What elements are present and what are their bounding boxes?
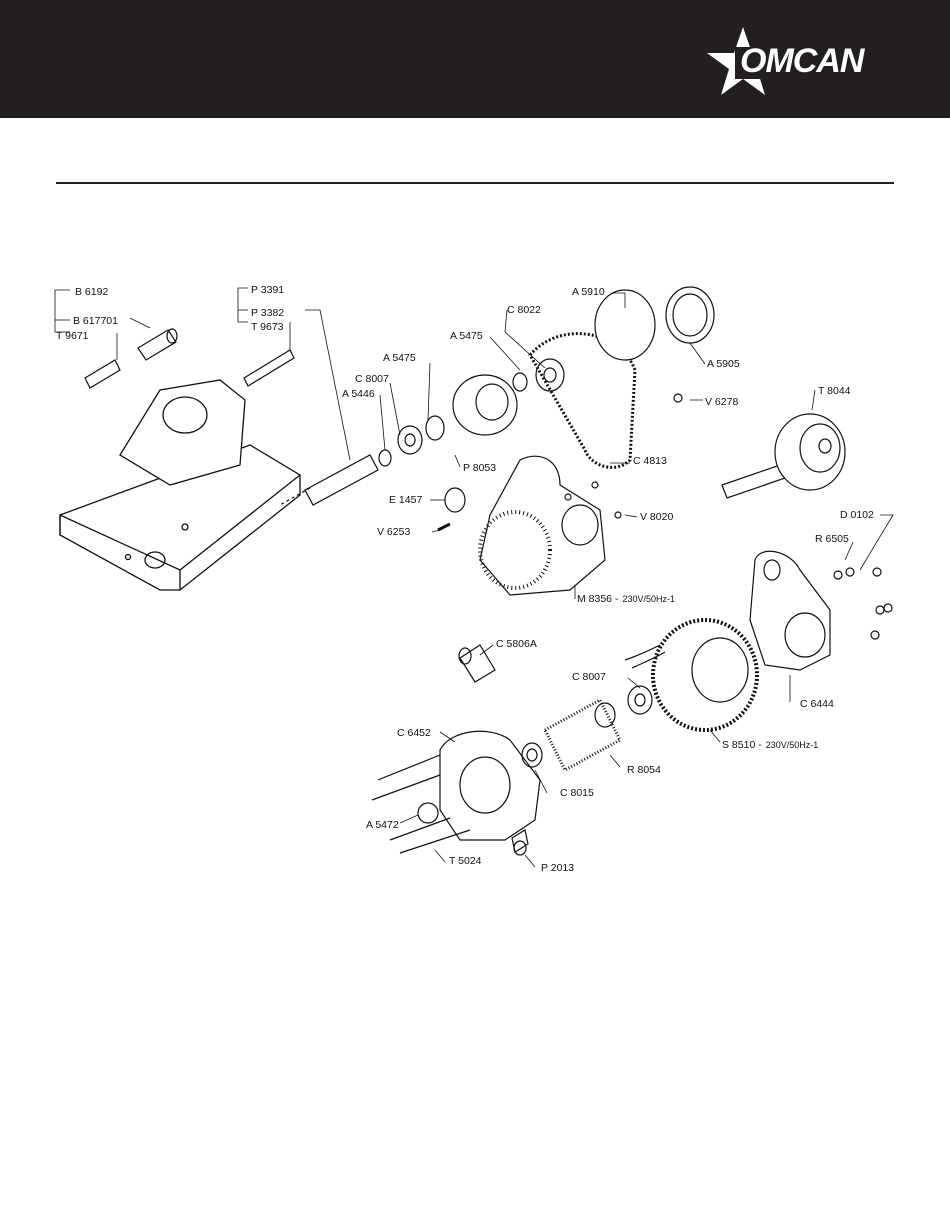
- brand-logo-text: OMCAN: [740, 42, 863, 81]
- part-label: C 8022: [507, 304, 541, 316]
- part-label: B 617701: [73, 315, 118, 327]
- part-label: V 6253: [377, 526, 410, 538]
- page-header: OMCAN: [0, 0, 950, 118]
- pulley-t8044: [722, 414, 845, 498]
- part-label: V 6278: [705, 396, 738, 408]
- part-label: D 0102: [840, 509, 874, 521]
- part-label: C 8007: [355, 373, 389, 385]
- part-label: E 1457: [389, 494, 422, 506]
- header-rule: [56, 182, 894, 184]
- bracket-c6444: [750, 551, 892, 670]
- part-label: P 8053: [463, 462, 496, 474]
- part-code: S 8510 -: [722, 739, 762, 751]
- part-label: C 5806A: [496, 638, 537, 650]
- part-note: 230V/50Hz-1: [622, 594, 675, 604]
- part-label: R 6505: [815, 533, 849, 545]
- rotor-r8054: [545, 686, 652, 770]
- part-label: S 8510 - 230V/50Hz-1: [722, 739, 818, 751]
- part-label: M 8356 - 230V/50Hz-1: [577, 593, 675, 605]
- part-label: A 5475: [383, 352, 416, 364]
- part-label: A 5905: [707, 358, 740, 370]
- exploded-parts-diagram: [0, 260, 950, 900]
- motor-assembly: [480, 456, 621, 595]
- part-label: P 3382: [251, 307, 284, 319]
- part-label: T 9673: [251, 321, 284, 333]
- part-label: C 8007: [572, 671, 606, 683]
- part-note: 230V/50Hz-1: [766, 740, 819, 750]
- part-label: C 6452: [397, 727, 431, 739]
- base-housing: [60, 380, 300, 590]
- part-label: A 5446: [342, 388, 375, 400]
- part-label: P 3391: [251, 284, 284, 296]
- part-code: M 8356 -: [577, 593, 618, 605]
- part-label: C 8015: [560, 787, 594, 799]
- part-label: B 6192: [75, 286, 108, 298]
- part-label: A 5475: [450, 330, 483, 342]
- part-label: A 5472: [366, 819, 399, 831]
- end-shield-c6452: [418, 731, 542, 840]
- part-label: T 8044: [818, 385, 851, 397]
- part-label: T 5024: [449, 855, 482, 867]
- part-label: T 9671: [56, 330, 89, 342]
- part-label: A 5910: [572, 286, 605, 298]
- part-label: R 8054: [627, 764, 661, 776]
- part-label: P 2013: [541, 862, 574, 874]
- part-label: C 6444: [800, 698, 834, 710]
- capacitor-c5806a: [459, 645, 495, 682]
- part-label: C 4813: [633, 455, 667, 467]
- part-label: V 8020: [640, 511, 673, 523]
